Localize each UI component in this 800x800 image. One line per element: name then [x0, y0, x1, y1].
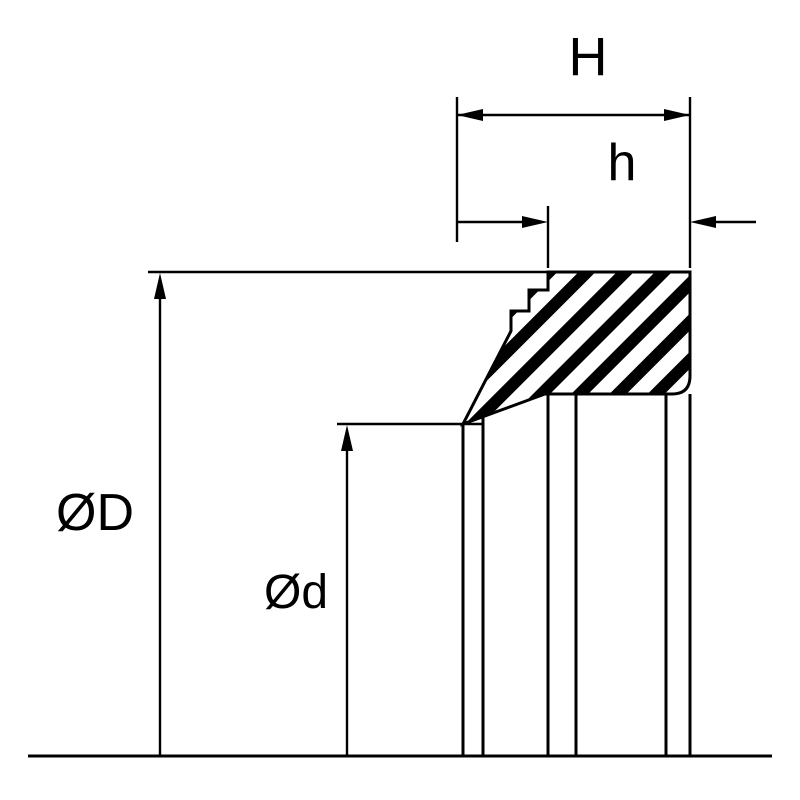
seal-cross-section — [459, 270, 692, 427]
H-arrowhead-left — [457, 109, 483, 121]
label-inner-diameter: Ød — [264, 566, 328, 619]
h-arrowhead-outer — [690, 216, 716, 228]
h-arrowhead-inner — [522, 216, 548, 228]
id-arrowhead-up — [341, 425, 353, 451]
label-overall-height: H — [569, 27, 608, 87]
label-outer-diameter: ØD — [56, 484, 134, 542]
od-arrowhead-up — [154, 273, 166, 299]
label-secondary-height: h — [608, 134, 637, 192]
H-arrowhead-right — [664, 109, 690, 121]
